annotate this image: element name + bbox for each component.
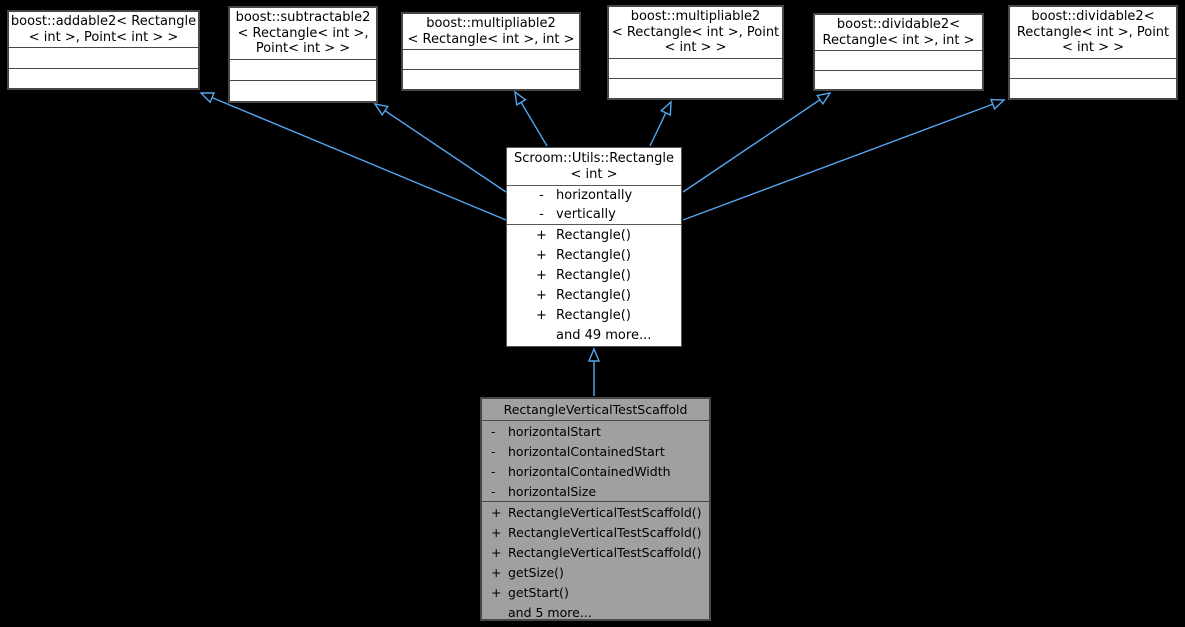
method-row: + Rectangle() xyxy=(507,285,681,305)
methods-compartment: + RectangleVerticalTestScaffold() + Rect… xyxy=(482,502,709,622)
method-name: Rectangle() xyxy=(556,287,631,303)
method-row: + Rectangle() xyxy=(507,245,681,265)
methods-compartment: + Rectangle() + Rectangle() + Rectangle(… xyxy=(507,225,681,345)
attribute-row: - horizontalContainedWidth xyxy=(482,461,709,481)
attributes-compartment xyxy=(403,50,579,70)
visibility-symbol: + xyxy=(491,524,502,540)
methods-compartment xyxy=(230,81,376,101)
attributes-compartment: - horizontalStart - horizontalContainedS… xyxy=(482,421,709,502)
class-box-subtractable2[interactable]: boost::subtractable2 < Rectangle< int >,… xyxy=(228,6,378,103)
visibility-symbol: + xyxy=(536,247,547,263)
class-title: boost::multipliable2 < Rectangle< int >,… xyxy=(609,7,782,59)
class-box-rectangle-vertical-test-scaffold[interactable]: RectangleVerticalTestScaffold - horizont… xyxy=(480,397,711,621)
attribute-name: horizontalContainedWidth xyxy=(508,463,671,479)
class-box-multipliable2-point[interactable]: boost::multipliable2 < Rectangle< int >,… xyxy=(607,5,784,100)
methods-compartment xyxy=(1010,79,1176,98)
method-name: Rectangle() xyxy=(556,247,631,263)
attribute-name: vertically xyxy=(556,207,616,222)
method-name: RectangleVerticalTestScaffold() xyxy=(508,544,702,560)
edge-main-to-dividable2-int xyxy=(682,93,830,193)
attribute-name: horizontalSize xyxy=(508,483,597,499)
method-name: getStart() xyxy=(508,584,569,600)
visibility-symbol: - xyxy=(491,443,496,459)
edge-main-to-subtractable2 xyxy=(375,104,507,193)
visibility-symbol: - xyxy=(491,423,496,439)
visibility-symbol: + xyxy=(491,584,502,600)
visibility-symbol: - xyxy=(539,207,544,222)
visibility-symbol: + xyxy=(536,227,547,243)
class-title: boost::dividable2< Rectangle< int >, Poi… xyxy=(1010,7,1176,59)
visibility-symbol: - xyxy=(539,188,544,203)
class-title: boost::subtractable2 < Rectangle< int >,… xyxy=(230,8,376,60)
visibility-symbol: - xyxy=(491,463,496,479)
method-name: Rectangle() xyxy=(556,227,631,243)
attribute-name: horizontally xyxy=(556,188,633,203)
visibility-symbol: + xyxy=(536,287,547,303)
method-name: Rectangle() xyxy=(556,267,631,283)
method-name: RectangleVerticalTestScaffold() xyxy=(508,524,702,540)
class-box-multipliable2-int[interactable]: boost::multipliable2 < Rectangle< int >,… xyxy=(401,12,581,91)
attributes-compartment: - horizontally - vertically xyxy=(507,186,681,225)
method-name: and 5 more... xyxy=(508,604,592,620)
attribute-name: horizontalStart xyxy=(508,423,601,439)
method-row: + getSize() xyxy=(482,562,709,582)
method-row: + RectangleVerticalTestScaffold() xyxy=(482,502,709,522)
class-box-addable2[interactable]: boost::addable2< Rectangle < int >, Poin… xyxy=(7,10,200,90)
edge-main-to-multipliable2-point xyxy=(649,102,671,147)
class-box-scroom-utils-rectangle[interactable]: Scroom::Utils::Rectangle < int > - horiz… xyxy=(506,147,682,347)
class-title: Scroom::Utils::Rectangle < int > xyxy=(507,148,681,186)
visibility-symbol: + xyxy=(536,267,547,283)
visibility-symbol: + xyxy=(491,504,502,520)
attribute-row: - horizontalSize xyxy=(482,481,709,501)
method-row: + Rectangle() xyxy=(507,305,681,325)
method-row: + RectangleVerticalTestScaffold() xyxy=(482,542,709,562)
class-title: boost::multipliable2 < Rectangle< int >,… xyxy=(403,14,579,50)
class-title: boost::dividable2< Rectangle< int >, int… xyxy=(815,15,982,51)
attributes-compartment xyxy=(9,48,198,69)
attribute-row: - horizontally xyxy=(507,186,681,205)
method-name: getSize() xyxy=(508,564,564,580)
method-name: RectangleVerticalTestScaffold() xyxy=(508,504,702,520)
method-name: Rectangle() xyxy=(556,307,631,323)
method-row: + Rectangle() xyxy=(507,225,681,245)
attribute-row: - horizontalStart xyxy=(482,421,709,441)
method-row: + RectangleVerticalTestScaffold() xyxy=(482,522,709,542)
edge-main-to-dividable2-point xyxy=(682,100,1004,221)
edge-main-to-addable2 xyxy=(201,93,507,221)
methods-compartment xyxy=(815,71,982,90)
method-row: + Rectangle() xyxy=(507,265,681,285)
more-methods-row: and 5 more... xyxy=(482,602,709,622)
method-name: and 49 more... xyxy=(556,327,652,343)
attributes-compartment xyxy=(609,59,782,79)
attribute-row: - horizontalContainedStart xyxy=(482,441,709,461)
methods-compartment xyxy=(9,69,198,89)
attribute-name: horizontalContainedStart xyxy=(508,443,665,459)
attributes-compartment xyxy=(815,51,982,71)
edge-main-to-multipliable2-int xyxy=(515,92,548,147)
visibility-symbol: + xyxy=(491,564,502,580)
class-box-dividable2-point[interactable]: boost::dividable2< Rectangle< int >, Poi… xyxy=(1008,5,1178,100)
methods-compartment xyxy=(609,79,782,98)
class-title: RectangleVerticalTestScaffold xyxy=(482,399,709,421)
visibility-symbol: - xyxy=(491,483,496,499)
visibility-symbol: + xyxy=(491,544,502,560)
visibility-symbol: + xyxy=(536,307,547,323)
class-box-dividable2-int[interactable]: boost::dividable2< Rectangle< int >, int… xyxy=(813,13,984,91)
attributes-compartment xyxy=(230,60,376,81)
method-row: + getStart() xyxy=(482,582,709,602)
class-title: boost::addable2< Rectangle < int >, Poin… xyxy=(9,12,198,48)
attribute-row: - vertically xyxy=(507,205,681,224)
more-methods-row: and 49 more... xyxy=(507,325,681,345)
attributes-compartment xyxy=(1010,59,1176,79)
methods-compartment xyxy=(403,70,579,89)
